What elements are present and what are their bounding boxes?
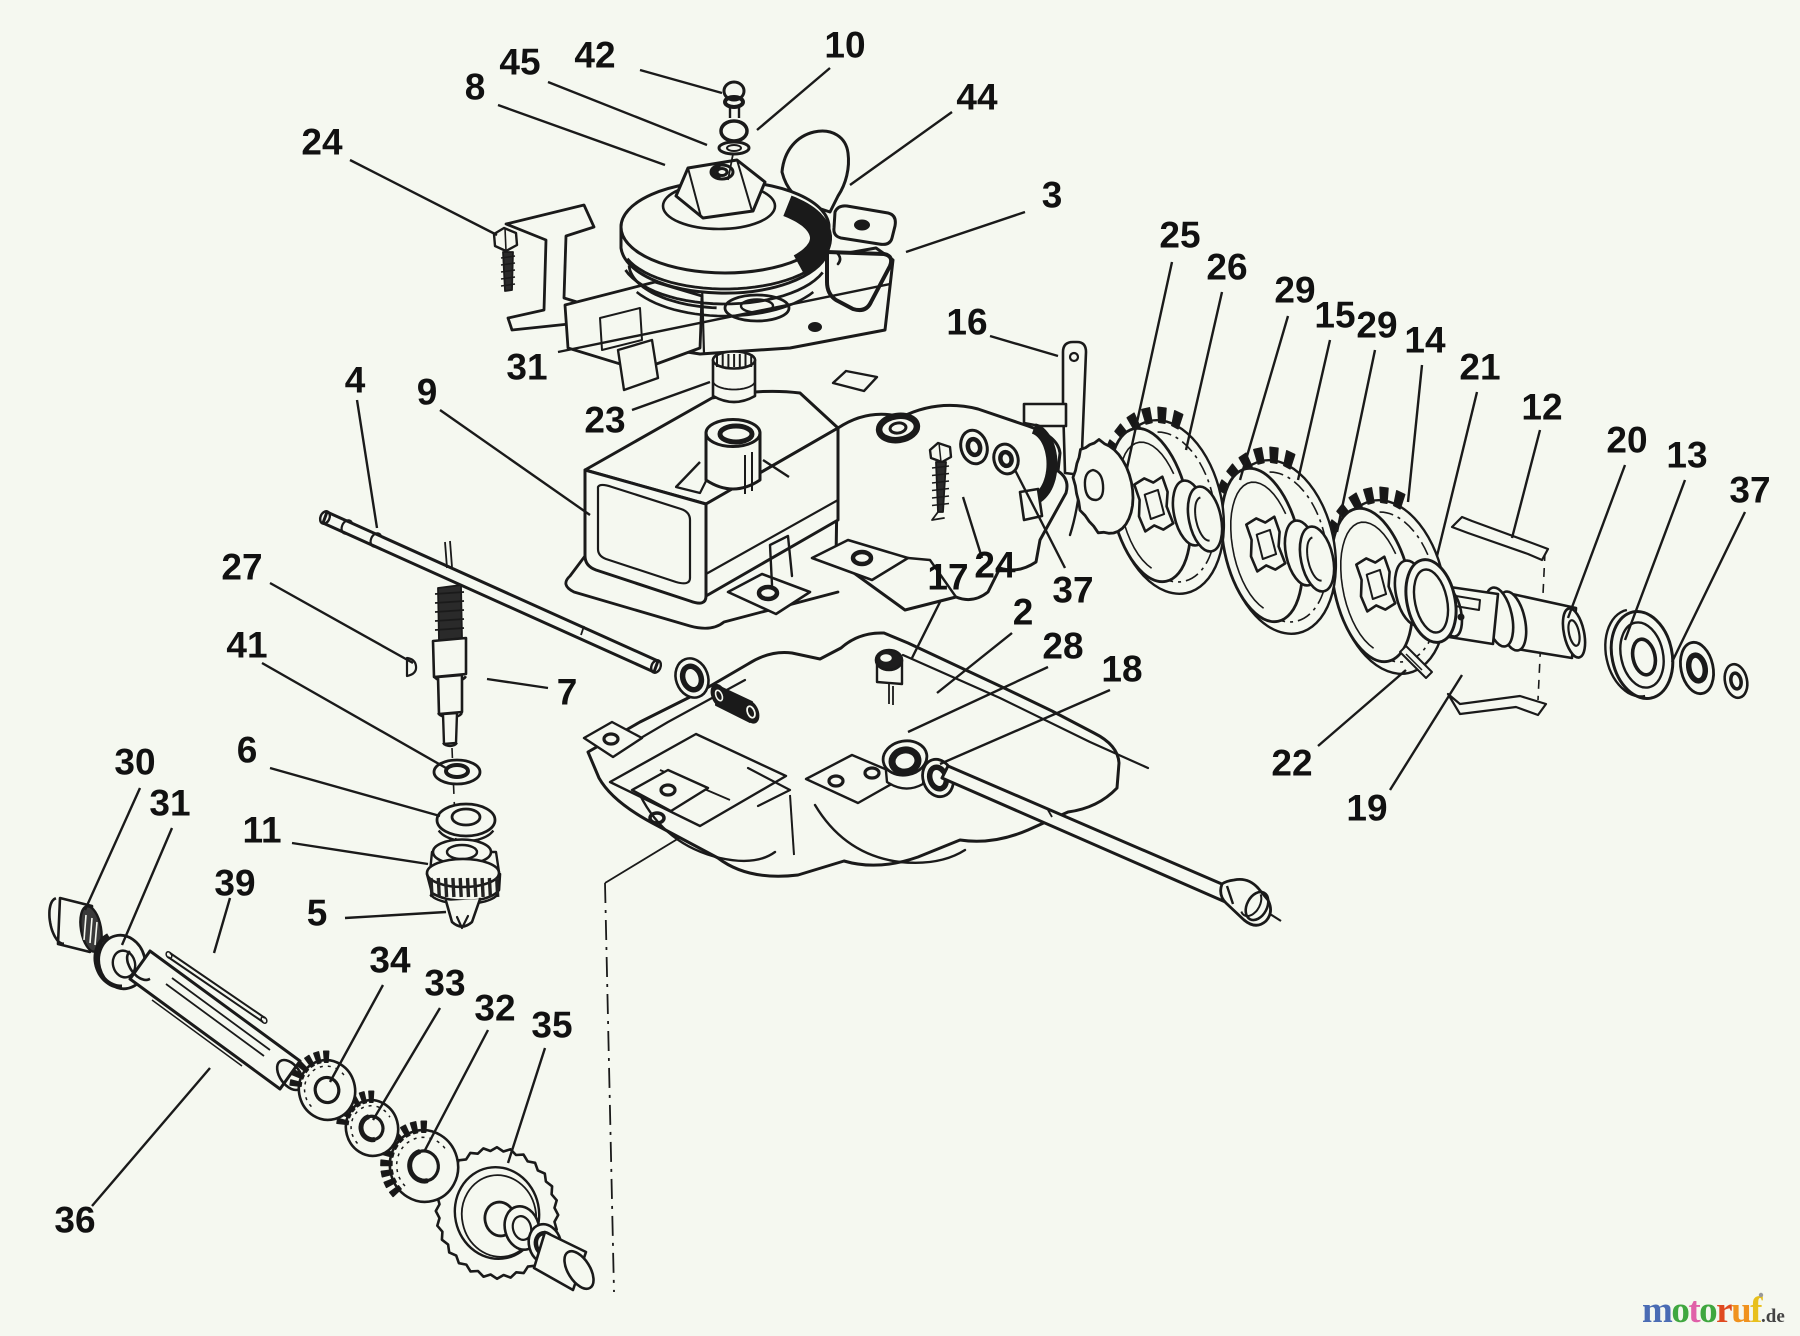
svg-text:32: 32 [474,988,515,1029]
svg-text:4: 4 [345,360,366,401]
svg-text:24: 24 [301,122,343,163]
svg-text:37: 37 [1729,470,1770,511]
svg-text:14: 14 [1404,320,1446,361]
svg-text:motoruf.de: motoruf.de [1642,1290,1785,1331]
svg-text:24: 24 [974,545,1016,586]
svg-text:34: 34 [369,940,411,981]
svg-text:6: 6 [237,730,258,771]
svg-text:36: 36 [54,1200,95,1241]
svg-text:29: 29 [1356,305,1397,346]
svg-text:12: 12 [1521,387,1562,428]
svg-text:41: 41 [226,625,267,666]
svg-text:31: 31 [149,783,190,824]
svg-text:19: 19 [1346,788,1387,829]
svg-text:22: 22 [1271,743,1312,784]
svg-text:33: 33 [424,963,465,1004]
svg-text:29: 29 [1274,270,1315,311]
svg-text:16: 16 [946,302,987,343]
svg-text:10: 10 [824,25,865,66]
svg-text:35: 35 [531,1005,572,1046]
svg-text:7: 7 [557,672,578,713]
svg-text:11: 11 [242,810,281,851]
svg-text:26: 26 [1206,247,1247,288]
svg-text:23: 23 [584,400,625,441]
svg-text:2: 2 [1013,592,1034,633]
svg-text:20: 20 [1606,420,1647,461]
svg-text:25: 25 [1159,215,1200,256]
svg-text:37: 37 [1052,570,1093,611]
svg-text:27: 27 [221,547,262,588]
svg-text:3: 3 [1042,175,1063,216]
svg-text:45: 45 [499,42,540,83]
svg-text:39: 39 [214,863,255,904]
svg-text:28: 28 [1042,626,1083,667]
svg-text:44: 44 [956,77,998,118]
svg-text:5: 5 [307,893,328,934]
svg-text:18: 18 [1101,649,1142,690]
svg-text:17: 17 [927,557,968,598]
svg-text:13: 13 [1666,435,1707,476]
svg-text:42: 42 [574,35,615,76]
svg-text:15: 15 [1314,295,1355,336]
svg-text:9: 9 [417,372,438,413]
svg-text:8: 8 [465,67,486,108]
svg-text:21: 21 [1459,347,1500,388]
svg-text:31: 31 [506,347,547,388]
svg-text:30: 30 [114,742,155,783]
